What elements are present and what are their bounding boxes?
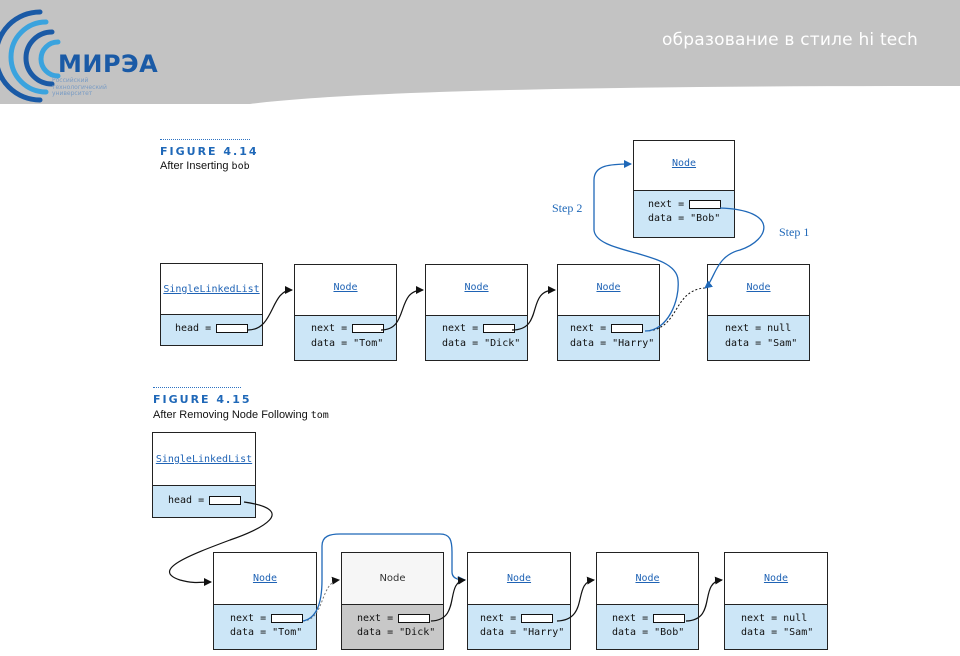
node-data: data = "Harry" — [480, 627, 565, 638]
node-data: data = "Harry" — [570, 338, 655, 349]
node-data: data = "Tom" — [311, 338, 384, 349]
f14-node-sam: Node next = null data = "Sam" — [707, 264, 810, 361]
node-title: Node — [746, 282, 771, 293]
figure-15-caption: After Removing Node Following tom — [153, 409, 329, 421]
next-pointer-box — [611, 323, 644, 333]
f15-bob-to-sam-arrow — [685, 576, 723, 622]
step-1-label: Step 1 — [779, 225, 810, 239]
logo-icon — [0, 9, 61, 103]
f14-step1-arrow — [704, 207, 765, 289]
next-pointer-box — [271, 613, 304, 623]
node-next: next = null — [741, 613, 808, 624]
node-title: Node — [763, 573, 789, 584]
next-pointer-box — [689, 199, 722, 209]
node-title: Node — [379, 573, 406, 584]
f15-singlelinkedlist-box: SingleLinkedList head = — [152, 432, 256, 518]
next-pointer-box — [521, 613, 554, 623]
f14-tom-to-dick-arrow — [380, 286, 424, 331]
f14-list-title: SingleLinkedList — [163, 284, 260, 295]
f14-harry-old-arrow — [644, 287, 706, 332]
node-data: data = "Sam" — [725, 338, 798, 349]
f14-node-tom: Node next = data = "Tom" — [294, 264, 397, 361]
header-banner — [0, 0, 960, 104]
f15-node-dick-removed: Node next = data = "Dick" — [341, 552, 444, 650]
head-pointer-box — [216, 323, 249, 333]
f14-head-arrow — [247, 286, 293, 331]
node-title: Node — [464, 282, 489, 293]
f15-head-arrow — [169, 501, 273, 587]
figure-14-number: FIGURE 4.14 — [160, 145, 259, 158]
f14-dick-to-harry-arrow — [511, 286, 556, 331]
f15-head-field: head = — [168, 495, 242, 506]
f14-step2-arrow — [593, 160, 679, 332]
f15-node-harry: Node next = data = "Harry" — [467, 552, 571, 650]
f15-list-title: SingleLinkedList — [155, 454, 253, 465]
slogan: образование в стиле hi tech — [662, 30, 918, 50]
logo-text: МИРЭА — [58, 50, 159, 78]
f15-node-tom: Node next = data = "Tom" — [213, 552, 317, 650]
node-title: Node — [596, 282, 621, 293]
logo-subtitle: Российский технологический университет — [52, 77, 107, 97]
f15-node-bob: Node next = data = "Bob" — [596, 552, 699, 650]
node-title: Node — [252, 573, 278, 584]
f14-node-dick: Node next = data = "Dick" — [425, 264, 528, 361]
next-pointer-box — [352, 323, 385, 333]
node-title: Node — [635, 573, 660, 584]
f15-node-sam: Node next = null data = "Sam" — [724, 552, 828, 650]
node-title: Node — [671, 158, 697, 169]
head-pointer-box — [209, 495, 242, 505]
next-pointer-box — [483, 323, 516, 333]
figure-15-number: FIGURE 4.15 — [153, 393, 252, 406]
node-data: data = "Dick" — [357, 627, 436, 638]
f14-node-bob-inserted: Node next = data = "Bob" — [633, 140, 735, 238]
node-data: data = "Bob" — [648, 213, 721, 224]
f15-tom-bypass-arrow — [302, 533, 466, 622]
f14-singlelinkedlist-box: SingleLinkedList head = — [160, 263, 263, 346]
node-data: data = "Sam" — [741, 627, 814, 638]
f15-dick-to-harry-arrow — [430, 576, 466, 622]
node-next: next = null — [725, 323, 792, 334]
step-2-label: Step 2 — [552, 201, 583, 215]
f14-list-fields: head = — [161, 314, 262, 345]
figure-14-caption: After Inserting bob — [160, 160, 250, 172]
f15-tom-old-arrow — [302, 576, 340, 622]
node-data: data = "Dick" — [442, 338, 521, 349]
node-data: data = "Bob" — [612, 627, 685, 638]
next-pointer-box — [653, 613, 686, 623]
node-title: Node — [506, 573, 532, 584]
node-title: Node — [333, 282, 358, 293]
figure-14-rule — [160, 139, 250, 140]
figure-15-rule — [153, 387, 241, 388]
f14-head-field: head = — [175, 323, 249, 334]
f15-harry-to-bob-arrow — [556, 576, 595, 622]
node-data: data = "Tom" — [230, 627, 303, 638]
next-pointer-box — [398, 613, 431, 623]
f14-node-harry: Node next = data = "Harry" — [557, 264, 660, 361]
